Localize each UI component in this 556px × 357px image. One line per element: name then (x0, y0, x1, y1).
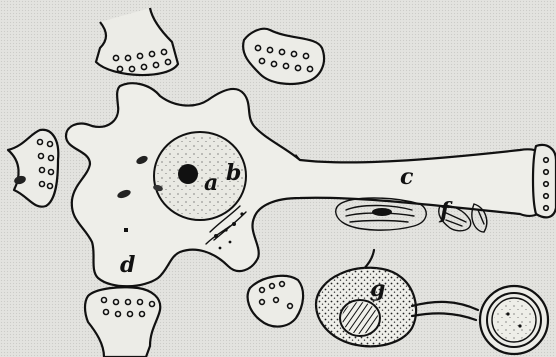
terminal-foot-bottom-left (85, 287, 160, 357)
connecting-fiber (412, 302, 478, 320)
label-a: a (204, 172, 218, 194)
nucleolus (178, 164, 198, 184)
label-g: g (370, 278, 385, 300)
label-c: c (400, 166, 413, 188)
axon-terminal-right (533, 145, 556, 217)
label-d: d (120, 254, 135, 276)
motor-neuron-body (66, 83, 546, 286)
terminal-foot-left (8, 130, 58, 207)
terminal-foot-top-left (96, 8, 178, 75)
terminal-foot-top-right (243, 29, 324, 84)
label-f: f (440, 200, 449, 222)
small-round-cell (480, 286, 548, 354)
terminal-foot-bottom-middle (248, 276, 303, 327)
label-b: b (226, 162, 241, 184)
satellite-cell (316, 250, 416, 346)
